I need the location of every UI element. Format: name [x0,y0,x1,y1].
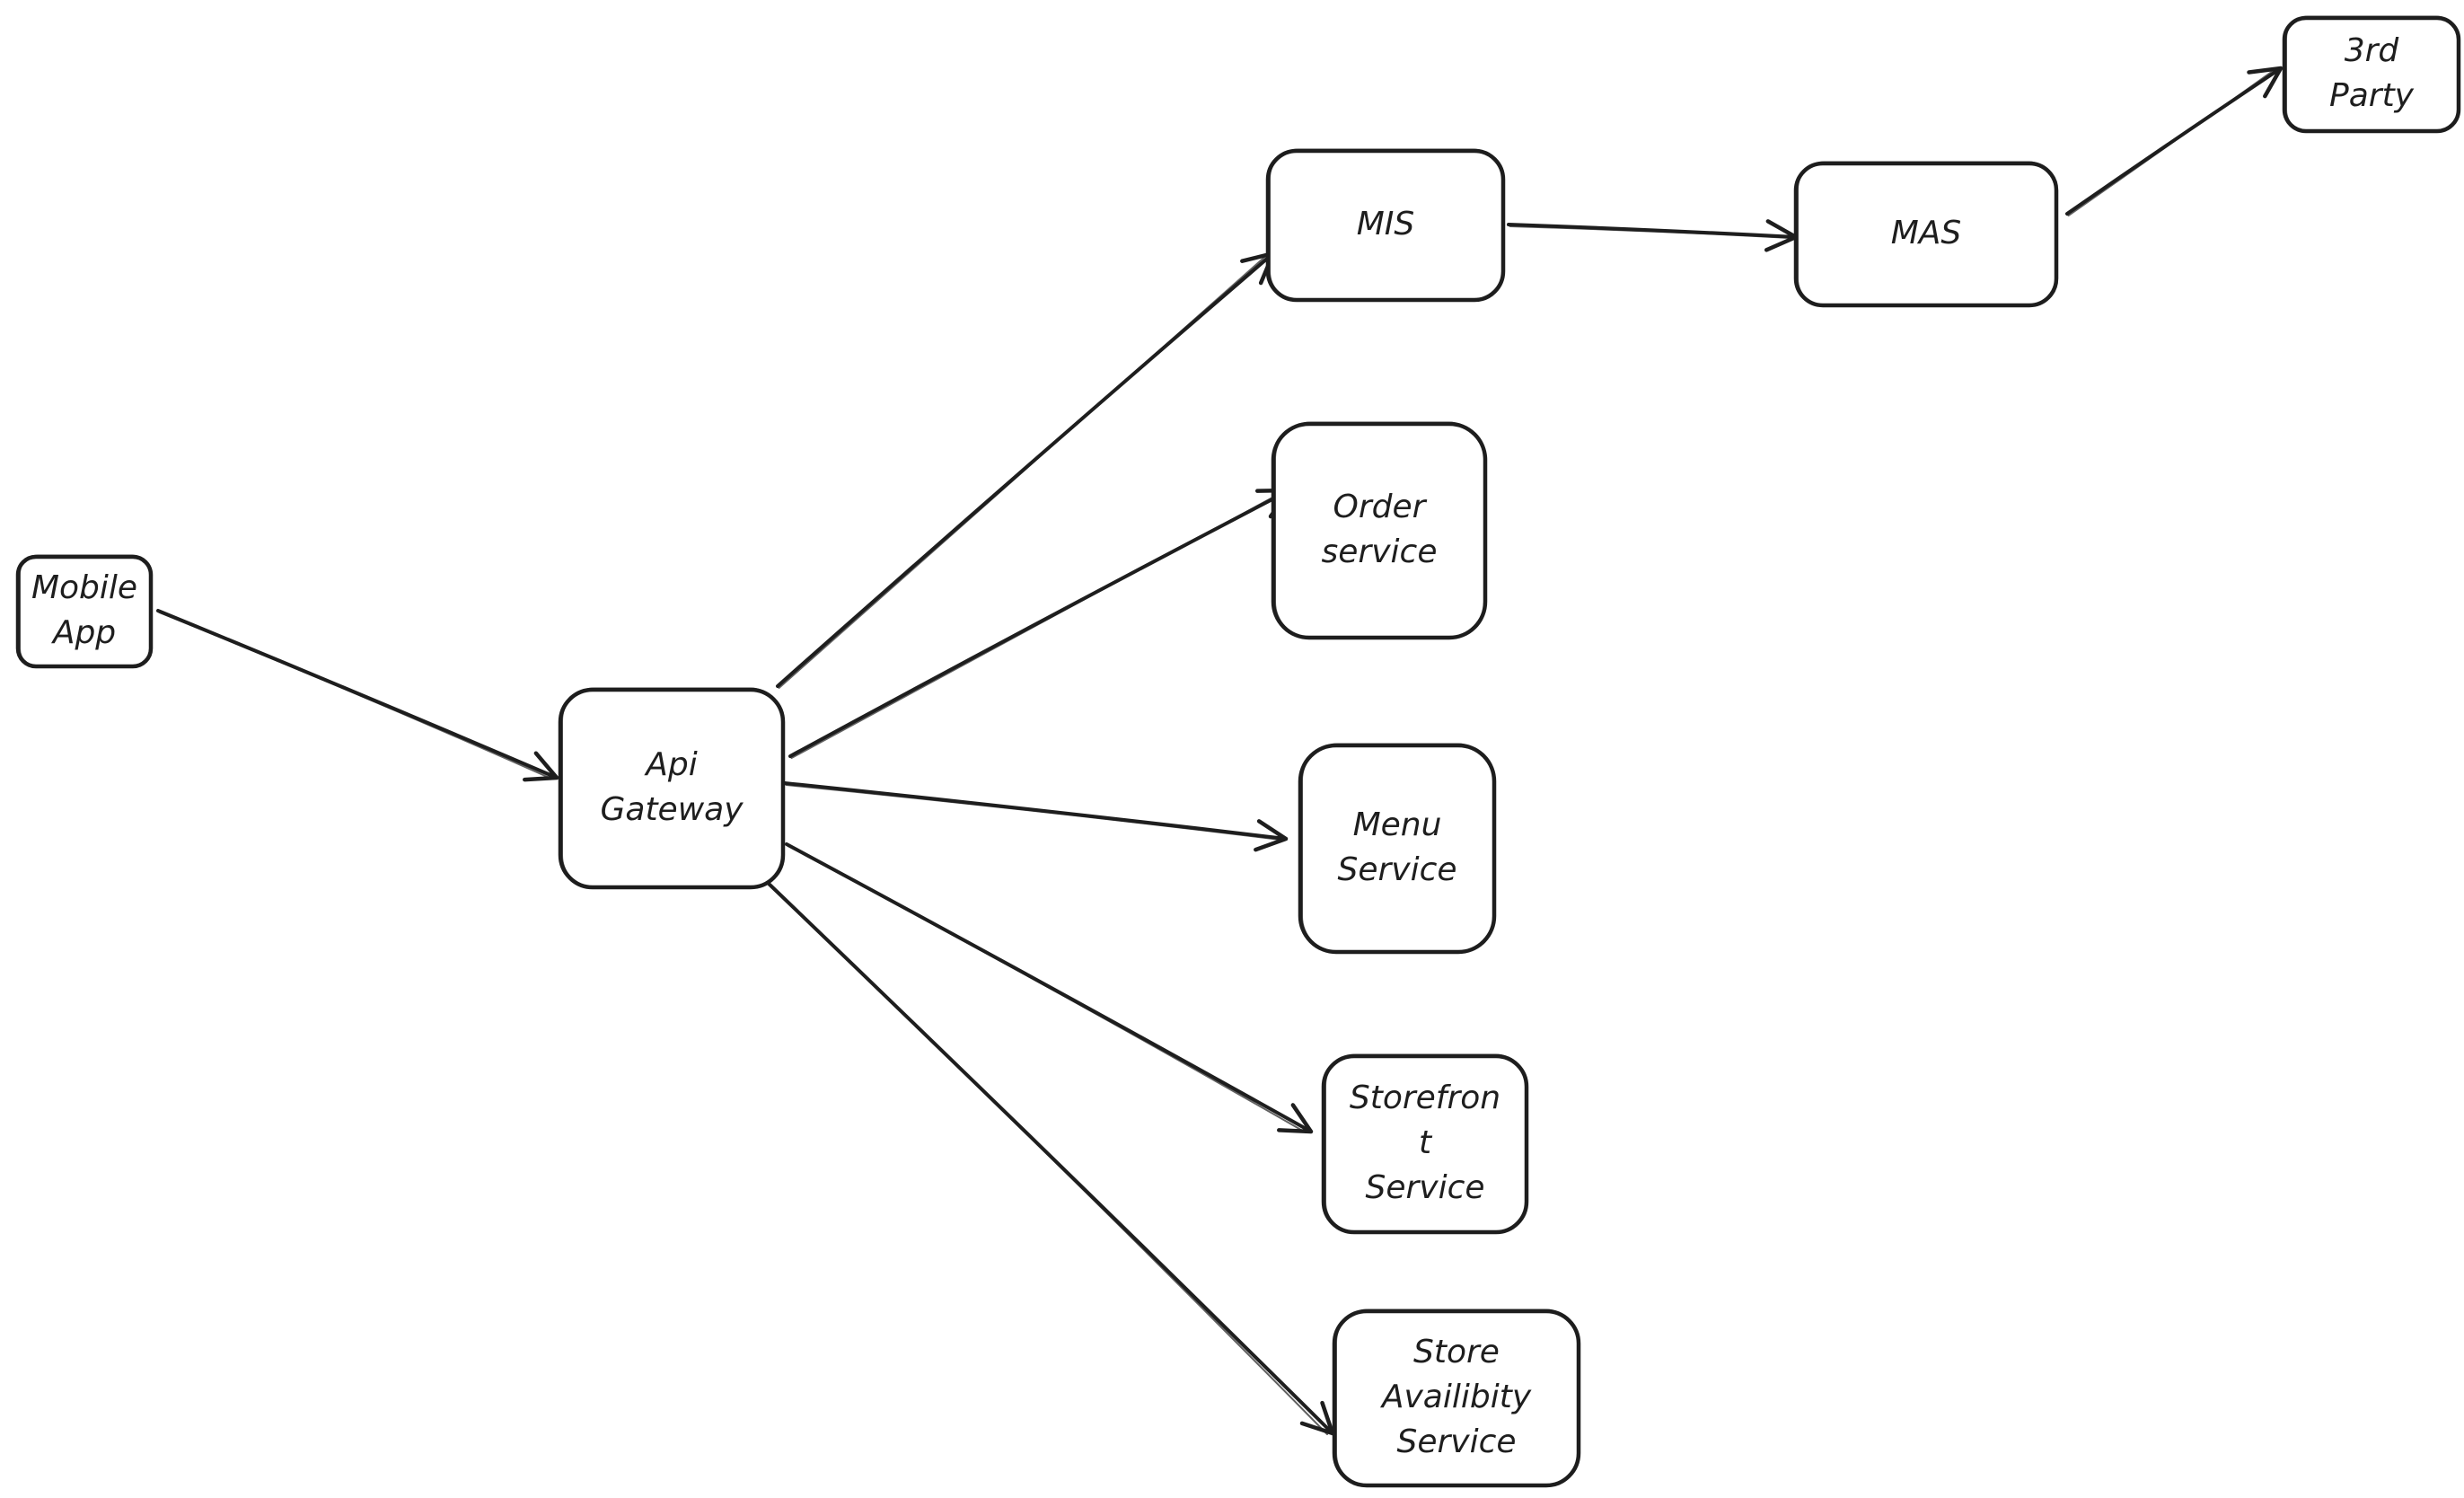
node-box-sketch [1269,148,1503,302]
node-order-service[interactable]: Order service [1271,421,1488,640]
node-label-line: App [51,614,116,651]
arrow-line [1507,219,1799,252]
node-label-line: Gateway [600,791,744,828]
arrow-line-sketch [778,253,1269,689]
arrow-line-sketch [767,883,1328,1435]
node-label-line: t [1419,1124,1433,1161]
arrow-line-sketch [790,490,1285,759]
arrow-line-sketch [158,612,552,780]
node-label-line: MAS [1891,215,1962,251]
node-box-sketch [1335,1309,1579,1487]
edge-api-gateway-to-storefront-service [785,842,1314,1134]
edge-api-gateway-to-store-availability-service [765,880,1335,1436]
edges-layer [156,66,2284,1436]
arrow-line-sketch [2067,68,2276,216]
edge-api-gateway-to-mis [776,251,1276,689]
arrow-line [156,609,559,782]
arrow-line [776,251,1276,688]
node-box-sketch [1797,161,2056,307]
edge-api-gateway-to-order-service [788,488,1292,759]
node-label-line: Party [2329,77,2415,114]
node-box-sketch [1301,743,1494,954]
edge-api-gateway-to-menu-service [783,781,1289,852]
node-box-sketch [561,687,783,889]
arrow-line-sketch [1509,225,1791,239]
node-mas[interactable]: MAS [1793,161,2059,308]
node-label-line: Api [644,746,697,783]
node-box-sketch [19,554,151,668]
arrow-line [783,781,1289,852]
node-label-line: Mobile [31,569,137,606]
node-box [1298,743,1497,955]
node-label-line: 3rd [2345,32,2400,69]
arrow-line-sketch [785,784,1281,841]
node-box [1271,421,1488,640]
edge-mas-to-third-party [2065,66,2284,216]
node-box-sketch [1274,421,1485,639]
node-box [558,687,786,890]
node-label-line: Availibity [1380,1379,1532,1415]
node-label-line: Order [1333,489,1428,525]
node-label-line: MIS [1357,206,1415,242]
node-box-sketch [2285,15,2459,133]
node-label-line: Store [1413,1334,1500,1370]
node-label-line: service [1322,533,1438,570]
node-label-line: Storefron [1350,1079,1500,1116]
node-label-line: Menu [1353,806,1442,843]
arrow-line-sketch [787,845,1307,1133]
edge-mobile-app-to-api-gateway [156,609,559,782]
node-label-line: Service [1396,1423,1516,1460]
node-label-line: Service [1365,1169,1484,1206]
node-mis[interactable]: MIS [1265,148,1506,303]
node-box-sketch [1324,1053,1527,1234]
edge-mis-to-mas [1507,219,1799,252]
node-label-line: Service [1337,851,1456,888]
